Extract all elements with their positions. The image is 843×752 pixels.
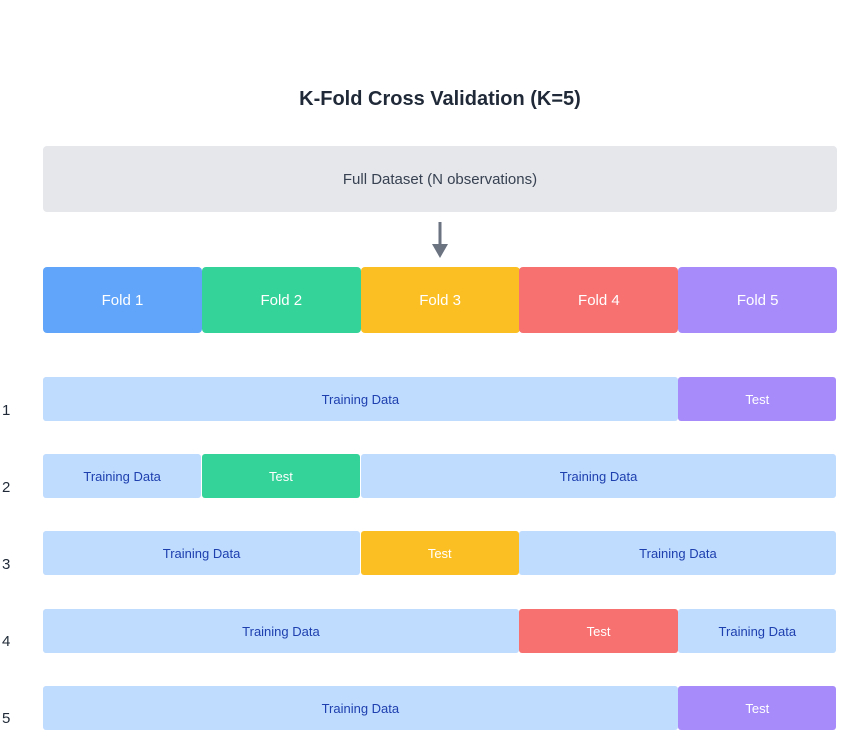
test-segment: Test xyxy=(201,454,361,498)
test-segment: Test xyxy=(678,377,837,421)
fold-1-box: Fold 1 xyxy=(43,267,202,333)
training-label: Training Data xyxy=(639,545,717,561)
test-label: Test xyxy=(745,391,770,407)
training-label: Training Data xyxy=(321,700,400,716)
fold-label: Fold 3 xyxy=(419,291,461,309)
iteration-label: 1 xyxy=(2,402,11,419)
fold-label: Fold 2 xyxy=(260,291,303,309)
training-label: Training Data xyxy=(321,391,400,407)
training-segment: Training Data xyxy=(519,531,837,575)
iteration-label: 3 xyxy=(2,556,11,573)
test-label: Test xyxy=(586,623,611,639)
full-dataset-box: Full Dataset (N observations) xyxy=(43,146,837,212)
fold-2-box: Fold 2 xyxy=(201,267,361,333)
training-segment: Training Data xyxy=(678,609,837,653)
full-dataset-label: Full Dataset (N observations) xyxy=(342,170,538,188)
fold-label: Fold 1 xyxy=(101,291,144,309)
fold-label: Fold 5 xyxy=(736,291,779,309)
training-label: Training Data xyxy=(162,545,241,561)
test-segment: Test xyxy=(678,686,837,730)
training-segment: Training Data xyxy=(43,454,202,498)
iteration-label: 5 xyxy=(2,710,11,727)
training-label: Training Data xyxy=(559,468,638,484)
training-label: Training Data xyxy=(242,623,320,639)
iteration-label: 4 xyxy=(2,633,11,650)
iteration-label: 2 xyxy=(2,479,11,496)
training-label: Training Data xyxy=(83,468,161,484)
training-label: Training Data xyxy=(718,623,797,639)
test-label: Test xyxy=(745,700,770,716)
test-segment: Test xyxy=(519,609,678,653)
training-segment: Training Data xyxy=(43,609,519,653)
test-label: Test xyxy=(427,545,452,561)
training-segment: Training Data xyxy=(43,377,678,421)
fold-3-box: Fold 3 xyxy=(360,267,520,333)
training-segment: Training Data xyxy=(360,454,837,498)
training-segment: Training Data xyxy=(43,531,361,575)
fold-5-box: Fold 5 xyxy=(678,267,838,333)
fold-label: Fold 4 xyxy=(578,291,620,309)
fold-4-box: Fold 4 xyxy=(519,267,679,333)
down-arrow-icon xyxy=(432,222,448,258)
test-segment: Test xyxy=(360,531,519,575)
diagram-title: K-Fold Cross Validation (K=5) xyxy=(299,88,581,110)
test-label: Test xyxy=(269,468,293,484)
training-segment: Training Data xyxy=(43,686,678,730)
